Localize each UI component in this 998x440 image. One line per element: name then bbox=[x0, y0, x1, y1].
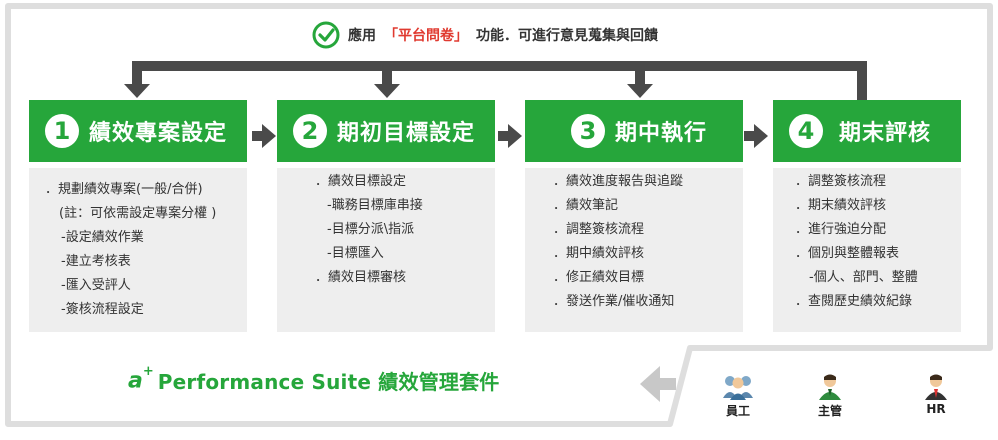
role-label: 員工 bbox=[725, 404, 750, 418]
stage-2-body: ．績效目標設定 -職務目標庫串接 -目標分派\指派 -目標匯入 ．績效目標審核 bbox=[277, 168, 495, 332]
stage-4-item: -個人、部門、整體 bbox=[809, 270, 918, 285]
stage-4-header: 4 期末評核 bbox=[773, 100, 961, 162]
stage-2-item: ．績效目標審核 bbox=[315, 270, 407, 285]
stage-3-item: ．發送作業/催收通知 bbox=[553, 294, 675, 309]
role-manager: 主管 bbox=[800, 372, 860, 419]
stage-1-item: ．規劃績效專案(一般/合併) bbox=[45, 182, 203, 197]
stage-2-number: 2 bbox=[293, 114, 327, 148]
stage-2-header: 2 期初目標設定 bbox=[277, 100, 495, 162]
manager-icon bbox=[819, 374, 841, 400]
stage-2-item: -目標匯入 bbox=[327, 246, 384, 261]
stage-4-number: 4 bbox=[789, 114, 823, 148]
stage-1-number: 1 bbox=[45, 114, 79, 148]
stage-1-item: -設定績效作業 bbox=[61, 230, 144, 245]
stage-3-title: 期中執行 bbox=[615, 121, 708, 146]
stage-1-title: 績效專案設定 bbox=[89, 121, 228, 146]
stage-4-body: ．調整簽核流程 ．期末績效評核 ．進行強迫分配 ．個別與整體報表 -個人、部門、… bbox=[773, 168, 961, 332]
stage-4-title: 期末評核 bbox=[839, 121, 932, 146]
header-highlight: 「平台問卷」 bbox=[384, 28, 468, 44]
role-hr: HR bbox=[906, 372, 966, 416]
stage-4-item: ．查閱歷史績效紀錄 bbox=[795, 294, 913, 309]
brand-logo: a+ Performance Suite 績效管理套件 bbox=[128, 363, 500, 395]
employees-icon bbox=[723, 376, 753, 400]
brand-name: Performance Suite 績效管理套件 bbox=[157, 370, 500, 394]
stage-1-item: -匯入受評人 bbox=[61, 278, 131, 293]
header-note: 應用 「平台問卷」 功能．可進行意見蒐集與回饋 bbox=[312, 20, 658, 50]
stage-2-item: ．績效目標設定 bbox=[315, 174, 407, 189]
stage-3-item: ．績效筆記 bbox=[553, 198, 619, 213]
role-label: HR bbox=[926, 402, 946, 416]
stage-3-item: ．修正績效目標 bbox=[553, 270, 645, 285]
stage-4-item: ．期末績效評核 bbox=[795, 198, 887, 213]
stage-3-body: ．績效進度報告與追蹤 ．績效筆記 ．調整簽核流程 ．期中績效評核 ．修正績效目標… bbox=[525, 168, 743, 332]
stage-1-item: -建立考核表 bbox=[61, 254, 131, 269]
check-circle-icon bbox=[312, 21, 340, 49]
stage-3-header: 3 期中執行 bbox=[525, 100, 743, 162]
stage-1-header: 1 績效專案設定 bbox=[29, 100, 247, 162]
stage-1-item: -簽核流程設定 bbox=[61, 302, 144, 317]
stage-2-title: 期初目標設定 bbox=[337, 121, 476, 146]
stage-3-item: ．期中績效評核 bbox=[553, 246, 645, 261]
stage-4-item: ．進行強迫分配 bbox=[795, 222, 887, 237]
stage-3-item: ．績效進度報告與追蹤 bbox=[553, 174, 684, 189]
header-prefix: 應用 bbox=[348, 28, 376, 44]
stage-2-item: -職務目標庫串接 bbox=[327, 198, 423, 213]
hr-icon bbox=[925, 374, 947, 400]
role-employees: 員工 bbox=[708, 372, 768, 419]
stage-3-number: 3 bbox=[571, 114, 605, 148]
stage-3-item: ．調整簽核流程 bbox=[553, 222, 645, 237]
stage-1-body: ．規劃績效專案(一般/合併) (註：可依需設定專案分權 ) -設定績效作業 -建… bbox=[29, 168, 247, 332]
stage-4-item: ．個別與整體報表 bbox=[795, 246, 900, 261]
brand-mark: a+ bbox=[128, 363, 154, 394]
stage-4-item: ．調整簽核流程 bbox=[795, 174, 887, 189]
header-suffix: 功能．可進行意見蒐集與回饋 bbox=[476, 28, 658, 44]
stage-2-item: -目標分派\指派 bbox=[327, 222, 415, 237]
role-label: 主管 bbox=[817, 404, 842, 418]
stage-1-item: (註：可依需設定專案分權 ) bbox=[59, 206, 217, 221]
